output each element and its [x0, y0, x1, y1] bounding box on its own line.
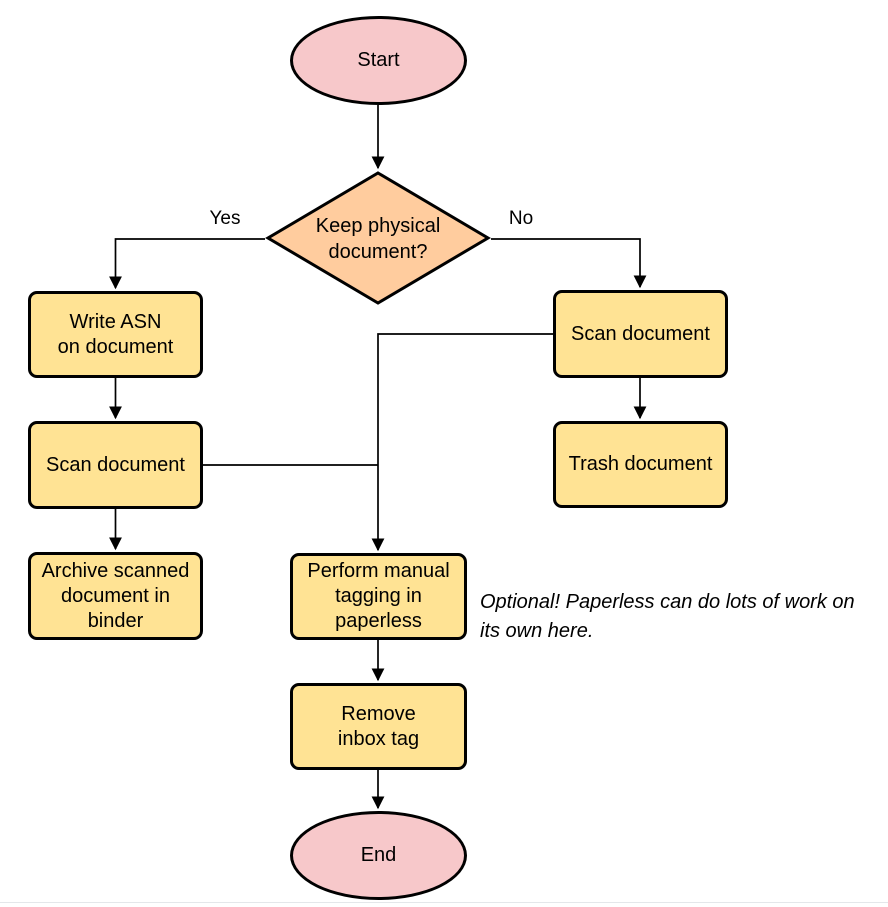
optional-note: Optional! Paperless can do lots of work … [480, 591, 855, 642]
page-bottom-edge [0, 902, 888, 903]
node-manual-tagging: Perform manual tagging in paperless [290, 553, 467, 640]
edge-scan-right-to-tagging [371, 333, 553, 552]
node-trash-document: Trash document [553, 421, 728, 508]
node-decision-shape [265, 171, 491, 305]
node-scan-document-left: Scan document [28, 421, 203, 509]
edge-decision-yes-to-write-asn [109, 238, 265, 290]
node-decision-label: Keep physical document? [315, 215, 441, 263]
node-end: End [290, 811, 467, 900]
edge-label-no: No [508, 208, 534, 229]
node-write-asn: Write ASN on document [28, 291, 203, 378]
node-remove-inbox-tag: Remove inbox tag [290, 683, 467, 770]
edge-label-yes: Yes [209, 208, 241, 229]
node-archive-binder: Archive scanned document in binder [28, 552, 203, 640]
edge-decision-no-to-scan-right [491, 238, 647, 289]
decision-diamond [265, 171, 491, 305]
node-scan-document-right: Scan document [553, 290, 728, 378]
node-start: Start [290, 16, 467, 105]
